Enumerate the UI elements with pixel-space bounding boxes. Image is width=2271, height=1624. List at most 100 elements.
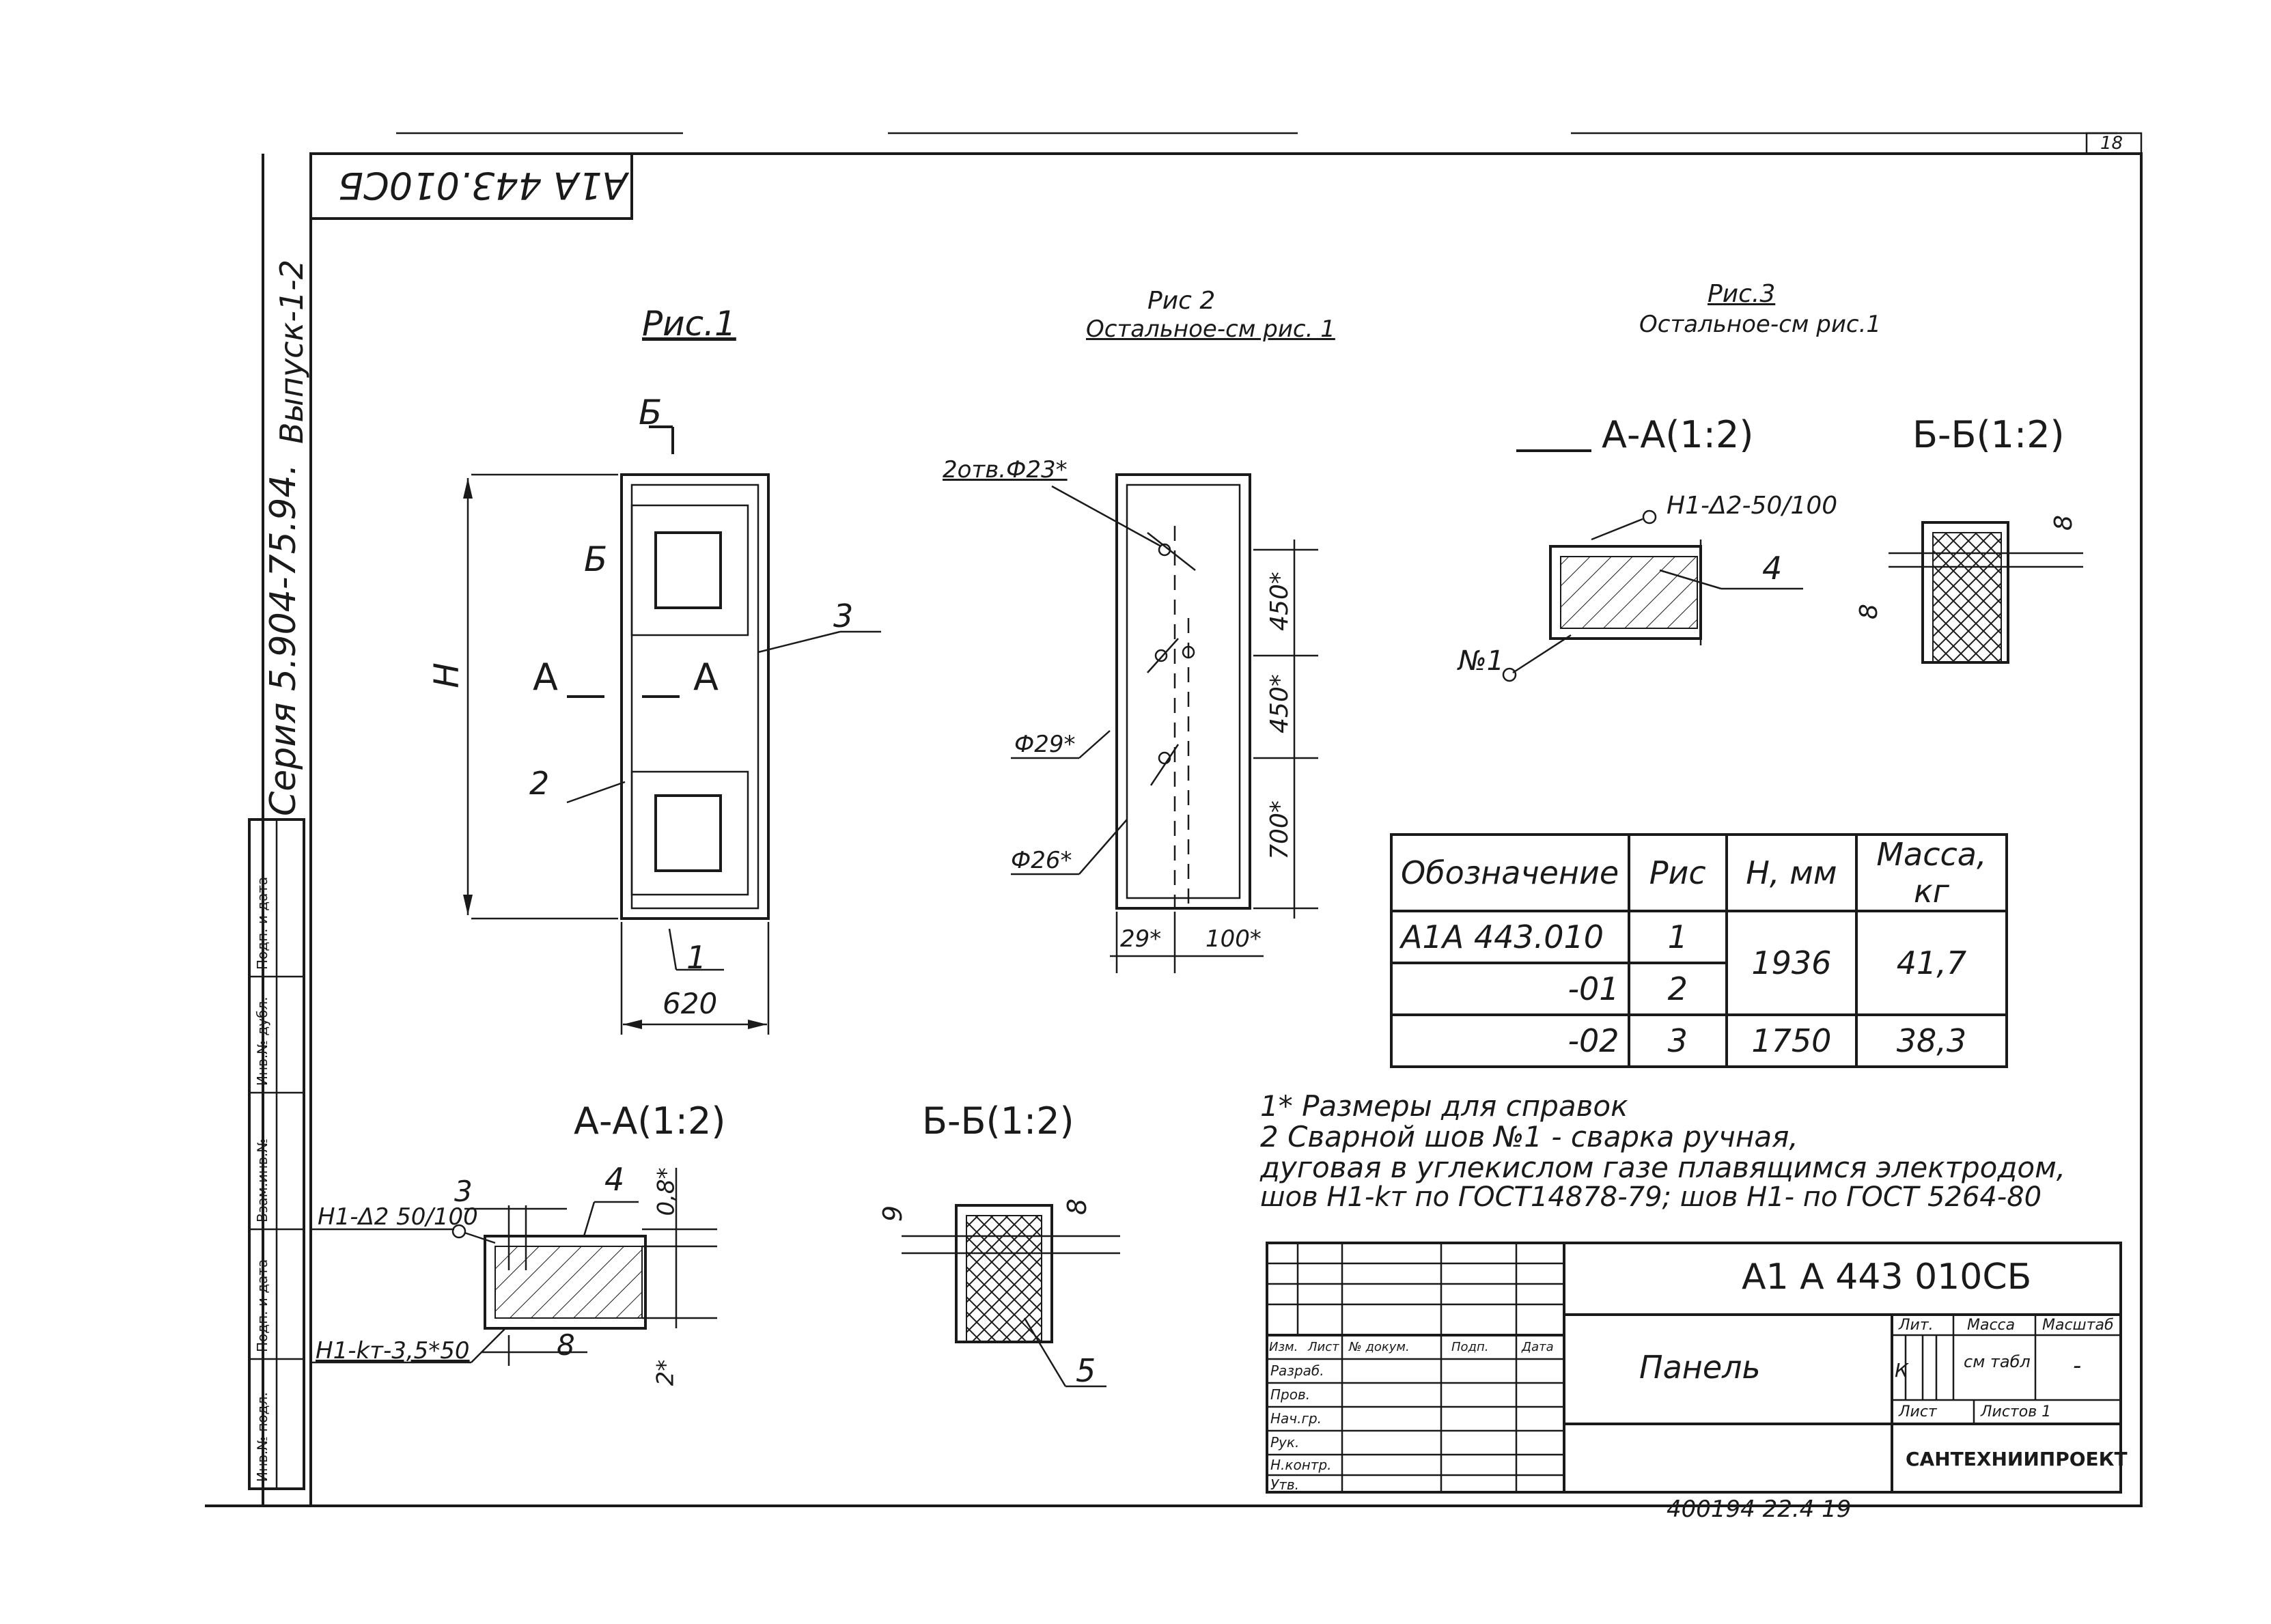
issue-side-label: Выпуск-1-2 (273, 260, 310, 444)
fig2-dim-29: 29* (1120, 925, 1162, 953)
section-aa-weld-bottom: Н1-kт-3,5*50 (316, 1337, 470, 1364)
fig1-section-a-right: А (693, 656, 719, 699)
spec-header-h: Н, мм (1725, 833, 1858, 912)
section-aa-title: А-А(1:2) (574, 1100, 726, 1143)
role-checked: Пров. (1270, 1386, 1311, 1403)
role-head: Рук. (1270, 1434, 1300, 1451)
note-line-2: 2 Сварной шов №1 - сварка ручная, (1260, 1120, 1798, 1153)
spec-cell: А1А 443.010 (1390, 910, 1630, 964)
rev-header-sign: Подп. (1451, 1340, 1489, 1354)
section-bb-callout-5: 5 (1076, 1352, 1096, 1389)
fig2-d29-label: Ф29* (1014, 731, 1076, 758)
fig2-title: Рис 2 (1147, 287, 1216, 315)
fig3-subtitle: Остальное-см рис.1 (1639, 311, 1882, 338)
section-aa-dim-3: 3 (454, 1175, 473, 1208)
rotated-stamp: А1А 443.010СБ (338, 164, 628, 207)
section-bb-dim-8: 8 (1062, 1198, 1093, 1216)
sheet-number-box (2085, 132, 2143, 155)
section-aa-dim-8: 8 (557, 1328, 575, 1362)
section-bb-title: Б-Б(1:2) (922, 1100, 1074, 1143)
rev-header-izm: Изм. (1269, 1340, 1298, 1354)
spec-cell: 38,3 (1854, 1013, 2009, 1068)
rotated-stamp-box (309, 152, 633, 220)
fig3-callout-4: 4 (1762, 550, 1783, 587)
side-stamp-3: Взам.инв.№ (254, 1138, 270, 1222)
fig1-callout-3: 3 (833, 598, 854, 634)
spec-table-header: Обозначение Рис Н, мм Масса, кг (1390, 833, 2009, 912)
section-aa-weld-top: Н1-Δ2 50/100 (318, 1203, 478, 1231)
title-bottom-code: 400194 22.4 19 (1667, 1496, 1852, 1523)
fig3-dim-8b: 8 (1854, 604, 1883, 619)
title-lit-header: Лит. (1899, 1317, 1934, 1334)
section-bb-bottom (902, 1204, 1120, 1388)
fig3-title: Рис.3 (1708, 280, 1776, 308)
spec-header-mass: Масса, кг (1854, 833, 2009, 912)
fig2-d26-label: Ф26* (1011, 847, 1072, 874)
spec-table: Обозначение Рис Н, мм Масса, кг А1А 443.… (1390, 833, 2009, 1068)
side-stamp-4: Подп. и дата (254, 1259, 270, 1352)
fig2-subtitle: Остальное-см рис. 1 (1086, 316, 1335, 343)
fig1-section-b-top: Б (639, 393, 663, 432)
title-mass-value: см табл (1964, 1352, 2031, 1371)
fig3-dim-8a: 8 (2049, 515, 2078, 531)
fig2-dim-450b: 450* (1265, 674, 1294, 733)
section-aa-dim-2: 2* (652, 1359, 680, 1386)
fig1-section-b-left: Б (584, 540, 608, 579)
sheet-frame (309, 152, 2143, 1507)
title-name: Панель (1639, 1349, 1761, 1386)
fig1-title: Рис.1 (642, 304, 736, 344)
fig3-weld-label: Н1-Δ2-50/100 (1667, 492, 1838, 520)
fig1-width-label: 620 (663, 987, 718, 1020)
fig2-dim-100: 100* (1206, 925, 1262, 953)
note-line-4: шов Н1-kт по ГОСТ14878-79; шов Н1- по ГО… (1260, 1181, 2042, 1213)
table-row: -01 2 (1390, 962, 2007, 1016)
role-group-head: Нач.гр. (1270, 1410, 1322, 1427)
title-block-grid (1266, 1242, 2122, 1494)
table-row: А1А 443.010 1 1936 41,7 (1390, 910, 2009, 1016)
spec-cell: 2 (1627, 962, 1728, 1016)
spec-cell: 3 (1627, 1013, 1728, 1068)
spec-header-fig: Рис (1627, 833, 1728, 912)
note-line-3: дуговая в углекислом газе плавящимся эле… (1260, 1151, 2066, 1184)
spec-cell: 41,7 (1854, 910, 2009, 1016)
series-side-label: Серия 5.904-75.94. (263, 464, 304, 816)
fig2-dim-450a: 450* (1265, 572, 1294, 631)
fig2-dim-700: 700* (1265, 800, 1294, 860)
side-stamp-1: Подп. и дата (254, 876, 270, 970)
spec-cell: -01 (1390, 962, 1630, 1016)
fig3-section-bb: Б-Б(1:2) (1912, 413, 2065, 456)
title-scale-value: - (2073, 1352, 2082, 1380)
title-designation: А1 А 443 010СБ (1742, 1257, 2032, 1298)
title-mass-header: Масса (1967, 1317, 2016, 1334)
spec-cell: 1750 (1725, 1013, 1858, 1068)
fig3-section-bb (1889, 521, 2083, 664)
spec-cell: 1 (1627, 910, 1728, 964)
section-aa-callout-4: 4 (604, 1161, 625, 1198)
fig3-weld-number: №1 (1458, 645, 1505, 677)
fig1-section-a-left: А (533, 656, 558, 699)
title-sheets-header: Листов 1 (1981, 1403, 2052, 1420)
section-bb-dim-9: 9 (878, 1205, 908, 1222)
spec-cell: -02 (1390, 1013, 1630, 1068)
fig2-panel (1011, 473, 1318, 973)
title-scale-header: Масштаб (2042, 1317, 2114, 1334)
spec-cell: 1936 (1725, 910, 1858, 1016)
table-row: -02 3 1750 38,3 (1390, 1013, 2009, 1068)
note-line-1: 1* Размеры для справок (1260, 1089, 1628, 1123)
section-aa-dim-08: 0,8* (652, 1167, 680, 1216)
rev-header-list: Лист (1308, 1340, 1339, 1354)
side-stamp-5: Инв.№ подл. (254, 1392, 270, 1482)
role-developer: Разраб. (1270, 1362, 1324, 1379)
title-lit-value: К (1895, 1359, 1908, 1382)
role-approved: Утв. (1270, 1476, 1299, 1493)
fig1-panel (463, 425, 881, 1035)
rev-header-date: Дата (1522, 1340, 1554, 1354)
fig1-callout-2: 2 (529, 765, 550, 802)
fig3-section-aa: А-А(1:2) (1602, 413, 1754, 456)
title-sheet-header: Лист (1899, 1403, 1937, 1420)
side-stamp-2: Инв.№ дубл. (254, 996, 270, 1086)
fig1-callout-1: 1 (686, 939, 707, 976)
fig3-section-aa (1502, 449, 1803, 682)
fig2-holes-label: 2отв.Ф23* (943, 456, 1068, 484)
